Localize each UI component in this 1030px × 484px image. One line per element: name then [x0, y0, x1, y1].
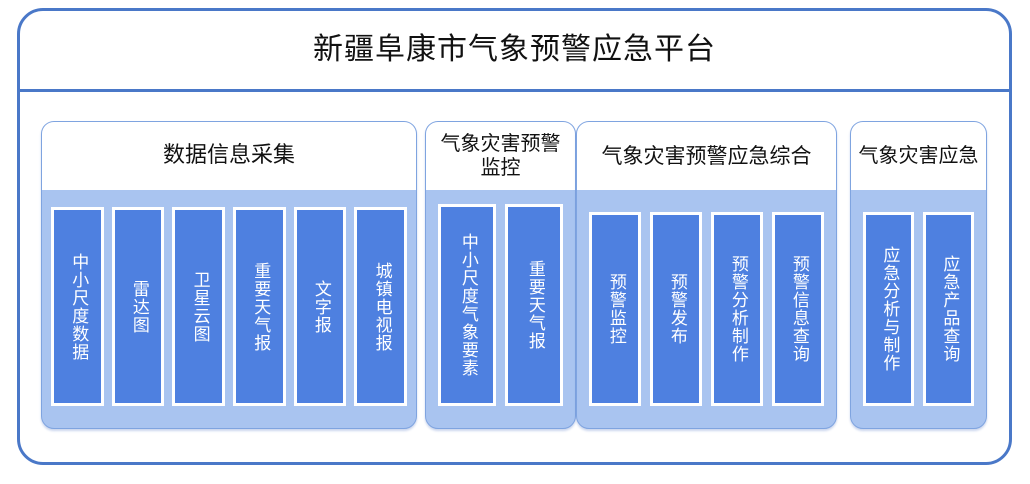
panel-disaster-emergency[interactable]: 气象灾害应急 应急分析与制作 应急产品查询	[850, 121, 987, 429]
item-label: 雷达图	[128, 279, 149, 334]
item-label: 应急产品查询	[939, 255, 960, 363]
panel-body-data-collection: 中小尺度数据 雷达图 卫星云图 重要天气报 文字报 城镇电视报	[42, 190, 416, 428]
panel-disaster-warning-monitoring[interactable]: 气象灾害预警监控 中小尺度气象要素 重要天气报	[425, 121, 576, 429]
panel-title-disaster-emergency: 气象灾害应急	[851, 122, 986, 190]
item-label: 中小尺度数据	[68, 252, 89, 361]
item-label: 预警信息查询	[788, 255, 809, 363]
panel-body-warning-emergency-integration: 预警监控 预警发布 预警分析制作 预警信息查询	[577, 190, 836, 428]
item-bar[interactable]: 重要天气报	[233, 207, 286, 406]
panel-body-disaster-warning-monitoring: 中小尺度气象要素 重要天气报	[426, 190, 575, 428]
item-label: 文字报	[310, 279, 331, 334]
item-bar[interactable]: 应急分析与制作	[863, 212, 914, 406]
item-bar[interactable]: 重要天气报	[505, 204, 563, 406]
item-label: 城镇电视报	[371, 261, 392, 352]
item-label: 预警分析制作	[727, 255, 748, 363]
item-bar[interactable]: 中小尺度数据	[50, 207, 104, 406]
panel-title-warning-emergency-integration: 气象灾害预警应急综合	[577, 122, 836, 190]
item-bar[interactable]: 城镇电视报	[354, 207, 408, 406]
panel-title-data-collection: 数据信息采集	[42, 122, 416, 190]
item-bar[interactable]: 文字报	[293, 207, 347, 406]
item-bar[interactable]: 预警监控	[589, 212, 641, 406]
item-label: 卫星云图	[189, 270, 210, 343]
item-bar[interactable]: 预警分析制作	[711, 212, 763, 406]
panel-body-disaster-emergency: 应急分析与制作 应急产品查询	[851, 190, 986, 428]
item-bar[interactable]: 预警信息查询	[772, 212, 824, 406]
item-bar[interactable]: 应急产品查询	[923, 212, 974, 406]
item-bar[interactable]: 雷达图	[111, 207, 165, 406]
platform-frame: 新疆阜康市气象预警应急平台 数据信息采集 中小尺度数据 雷达图 卫星云图 重要天…	[17, 8, 1012, 465]
panel-warning-emergency-integration[interactable]: 气象灾害预警应急综合 预警监控 预警发布 预警分析制作 预警信息查询	[576, 121, 837, 429]
item-label: 重要天气报	[250, 261, 271, 352]
item-label: 应急分析与制作	[879, 246, 900, 372]
item-label: 预警发布	[666, 273, 687, 345]
item-bar[interactable]: 中小尺度气象要素	[438, 204, 496, 406]
item-label: 重要天气报	[524, 260, 545, 350]
platform-title-bar: 新疆阜康市气象预警应急平台	[20, 11, 1009, 92]
item-label: 预警监控	[605, 273, 626, 345]
panel-data-collection[interactable]: 数据信息采集 中小尺度数据 雷达图 卫星云图 重要天气报 文字报 城	[41, 121, 417, 429]
panel-title-disaster-warning-monitoring: 气象灾害预警监控	[426, 122, 575, 190]
page-title: 新疆阜康市气象预警应急平台	[313, 32, 716, 67]
panels-row: 数据信息采集 中小尺度数据 雷达图 卫星云图 重要天气报 文字报 城	[20, 89, 1009, 462]
item-label: 中小尺度气象要素	[457, 233, 478, 377]
item-bar[interactable]: 卫星云图	[172, 207, 225, 406]
item-bar[interactable]: 预警发布	[650, 212, 702, 406]
